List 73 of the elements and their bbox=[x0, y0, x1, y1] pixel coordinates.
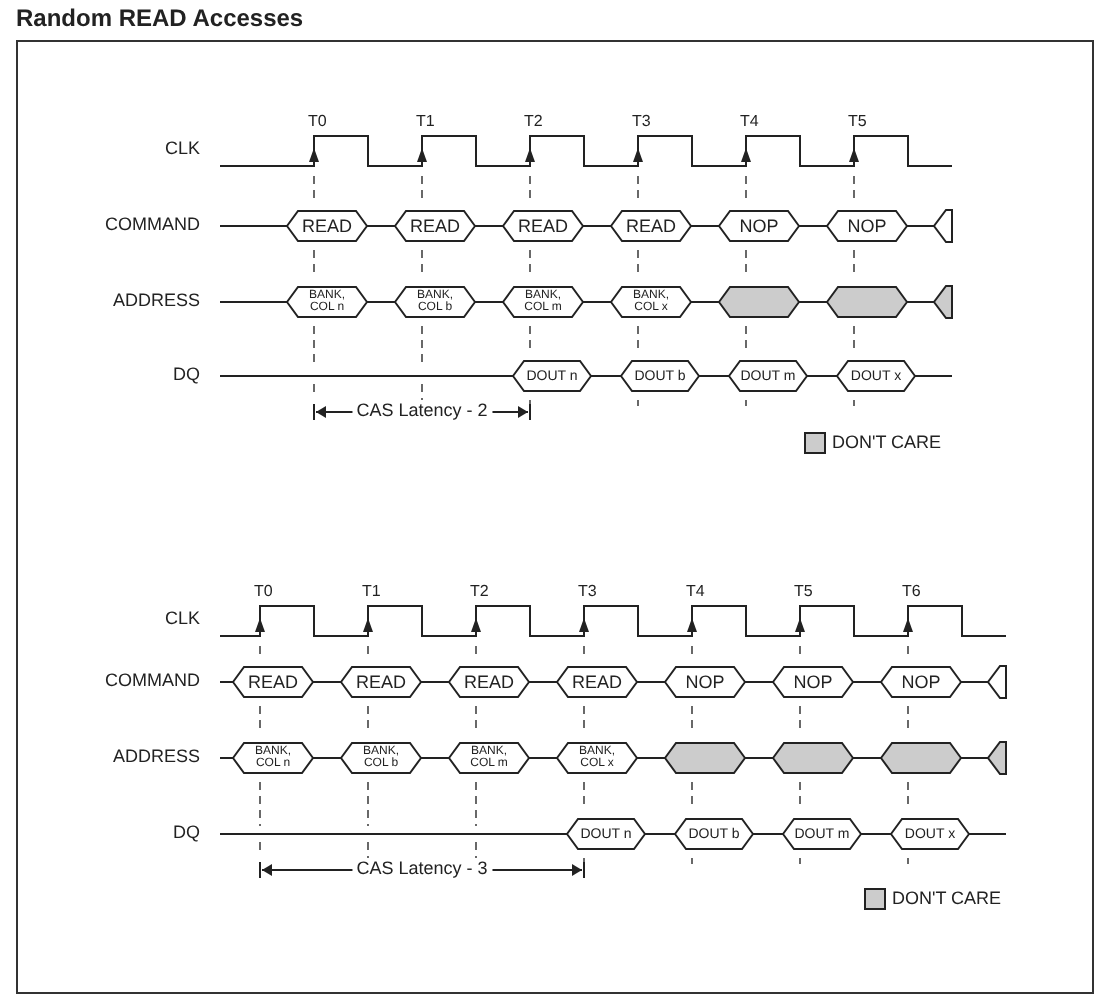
clock-edge-label: T3 bbox=[578, 582, 597, 600]
signal-name: CLK bbox=[164, 138, 200, 158]
signal-name: COMMAND bbox=[105, 214, 200, 234]
signal-name: DQ bbox=[173, 364, 200, 384]
clock-edge-label: T6 bbox=[902, 582, 921, 600]
signal-name: ADDRESS bbox=[112, 746, 200, 766]
bus-value-label: READ bbox=[301, 216, 352, 236]
bus-value-hexagon bbox=[782, 818, 862, 850]
bus-value-hexagon bbox=[620, 360, 700, 392]
clock-edge-label: T3 bbox=[632, 112, 651, 130]
clock-edge-label: T1 bbox=[362, 582, 381, 600]
bus-value-label: NOP bbox=[847, 216, 887, 236]
bus-value-hexagon bbox=[566, 818, 646, 850]
clock-edge-label: T5 bbox=[848, 112, 867, 130]
bus-value-label: READ bbox=[247, 672, 298, 692]
diagram-title: Random READ Accesses bbox=[16, 4, 304, 32]
dimension-label: CAS Latency - 2 bbox=[352, 400, 492, 420]
bus-value-label: READ bbox=[625, 216, 676, 236]
bus-value-hexagon bbox=[340, 742, 422, 774]
dimension-label: CAS Latency - 3 bbox=[352, 858, 492, 878]
bus-value-hexagon bbox=[728, 360, 808, 392]
bus-value-hexagon bbox=[394, 286, 476, 318]
bus-value-hexagon bbox=[664, 666, 746, 698]
signal-name: DQ bbox=[173, 822, 200, 842]
bus-value-label: READ bbox=[517, 216, 568, 236]
bus-value-hexagon bbox=[394, 210, 476, 242]
bus-value-label: READ bbox=[463, 672, 514, 692]
signal-name: CLK bbox=[164, 608, 200, 628]
bus-value-hexagon bbox=[772, 666, 854, 698]
clock-edge-label: T0 bbox=[308, 112, 327, 130]
clock-edge-label: T4 bbox=[740, 112, 759, 130]
clock-edge-label: T4 bbox=[686, 582, 705, 600]
bus-value-hexagon bbox=[286, 286, 368, 318]
bus-value-hexagon bbox=[826, 210, 908, 242]
bus-value-hexagon bbox=[610, 286, 692, 318]
bus-value-label: NOP bbox=[901, 672, 941, 692]
bus-value-hexagon bbox=[880, 742, 962, 774]
bus-value-label: READ bbox=[355, 672, 406, 692]
signal-name: COMMAND bbox=[105, 670, 200, 690]
bus-value-hexagon bbox=[836, 360, 916, 392]
bus-value-label: READ bbox=[409, 216, 460, 236]
clock-edge-label: T1 bbox=[416, 112, 435, 130]
bus-value-hexagon bbox=[232, 742, 314, 774]
bus-value-hexagon bbox=[448, 666, 530, 698]
clock-edge-label: T2 bbox=[470, 582, 489, 600]
bus-value-hexagon bbox=[502, 210, 584, 242]
bus-value-hexagon bbox=[556, 666, 638, 698]
bus-value-hexagon bbox=[718, 210, 800, 242]
bus-value-hexagon bbox=[340, 666, 422, 698]
bus-value-hexagon bbox=[890, 818, 970, 850]
bus-value-label: NOP bbox=[793, 672, 833, 692]
bus-value-hexagon bbox=[718, 286, 800, 318]
bus-value-label: READ bbox=[571, 672, 622, 692]
bus-value-hexagon bbox=[556, 742, 638, 774]
bus-value-hexagon bbox=[286, 210, 368, 242]
clock-edge-label: T2 bbox=[524, 112, 543, 130]
clock-edge-label: T0 bbox=[254, 582, 273, 600]
bus-value-hexagon bbox=[772, 742, 854, 774]
bus-value-hexagon bbox=[512, 360, 592, 392]
bus-value-hexagon bbox=[610, 210, 692, 242]
bus-value-hexagon bbox=[880, 666, 962, 698]
clock-edge-label: T5 bbox=[794, 582, 813, 600]
signal-name: ADDRESS bbox=[112, 290, 200, 310]
bus-value-label: NOP bbox=[739, 216, 779, 236]
bus-value-hexagon bbox=[826, 286, 908, 318]
legend-label: DON'T CARE bbox=[832, 432, 942, 452]
bus-value-hexagon bbox=[502, 286, 584, 318]
legend-label: DON'T CARE bbox=[892, 888, 1002, 908]
bus-value-hexagon bbox=[664, 742, 746, 774]
bus-value-hexagon bbox=[674, 818, 754, 850]
bus-value-hexagon bbox=[448, 742, 530, 774]
bus-value-label: NOP bbox=[685, 672, 725, 692]
bus-value-hexagon bbox=[232, 666, 314, 698]
